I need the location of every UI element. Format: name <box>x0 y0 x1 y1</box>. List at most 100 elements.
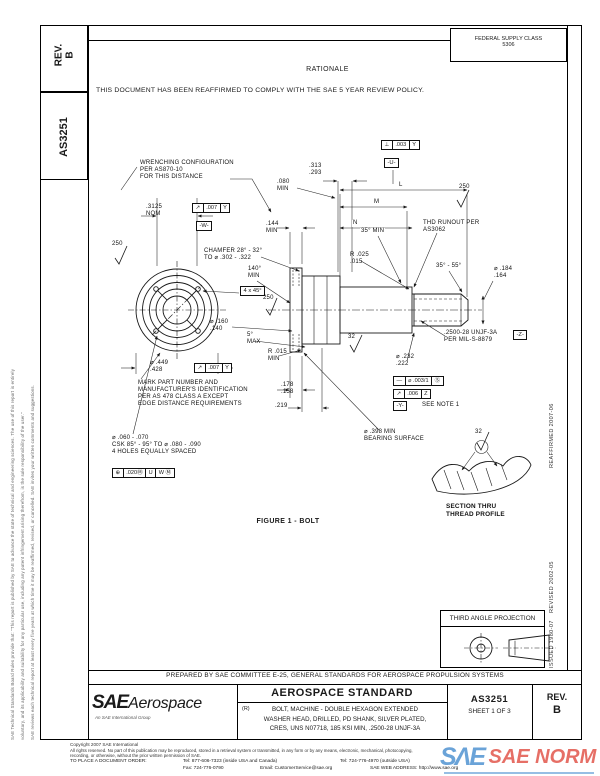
footer-fax: Fax: 724-776-0790 <box>183 766 224 771</box>
fcf-runout-449-cell: Y <box>221 364 232 372</box>
titleblock-top-rule <box>88 670 582 671</box>
prepared-by-text: PREPARED BY SAE COMMITTEE E-25, GENERAL … <box>166 672 504 679</box>
finish-250-thread: 250 <box>459 184 470 190</box>
note-140-min: 140° MIN <box>248 266 262 280</box>
finish-32-section: 32 <box>475 429 483 435</box>
left-margin-disclaimer-1: SAE Technical Standards Board Rules prov… <box>10 368 15 740</box>
rationale-text: THIS DOCUMENT HAS BEEN REAFFIRMED TO COM… <box>96 87 425 94</box>
dim-n: N <box>352 220 359 228</box>
rationale-title: RATIONALE <box>306 66 349 73</box>
titleblock-mid-rule <box>88 684 582 685</box>
dim-144: .144 MIN <box>266 221 279 235</box>
fcf-runout-006-cell: Z <box>420 390 430 398</box>
titleblock-div3 <box>532 684 533 740</box>
fcf-holes-cell: ⊕ <box>115 470 121 476</box>
rev-box-label: REV. B <box>53 43 76 67</box>
sae-norm-watermark: SΛE SAE NORM <box>440 743 596 774</box>
fcf-perp-cell: .003 <box>391 141 409 149</box>
footer-copyright: Copyright 2007 SAE International <box>70 742 139 747</box>
issued-date: ISSUED 1980-07 <box>549 620 555 668</box>
note-4x45: 4 x 45° <box>240 286 266 296</box>
fcf-holes-cell: .020Ⓜ <box>122 469 145 477</box>
fcf-perp-cell: Y <box>408 141 419 149</box>
standard-type: AEROSPACE STANDARD <box>271 687 413 699</box>
titleblock-div2 <box>447 684 448 740</box>
dim-m: M <box>373 199 381 207</box>
footer-rights-2: recording, or otherwise, without the pri… <box>70 753 202 758</box>
note-thread-callout: .2500-28 UNJF-3A PER MIL-S-8879 <box>444 330 498 344</box>
note-see-note: SEE NOTE 1 <box>422 402 460 408</box>
fcf-straightness-cell: ⌀ .003/1 <box>404 377 431 385</box>
dim-r-015: R .015 MIN <box>268 349 287 363</box>
dim-wrench-dia: .3125 NOM <box>146 204 163 218</box>
right-strip-divider <box>567 25 568 670</box>
figure-caption: FIGURE 1 - BOLT <box>256 518 320 525</box>
fcf-runout-006-cell: .006 <box>403 390 421 398</box>
reaffirmed-date: REAFFIRMED 2007-06 <box>549 403 555 468</box>
dim-178: .178 .158 <box>281 382 294 396</box>
datum-z: -Z- <box>513 330 528 340</box>
titleblock-div1 <box>237 684 238 740</box>
fcf-straightness-cell: Ⓢ <box>431 377 443 385</box>
note-chamfer: CHAMFER 28° - 32° TO ⌀ .302 - .322 <box>204 248 263 262</box>
sae-logo-aerospace: Aerospace <box>128 695 202 712</box>
dim-bearing: ⌀ .398 MIN BEARING SURFACE <box>364 429 425 443</box>
datum-w: -W- <box>196 221 213 231</box>
datum-u: -U- <box>384 158 400 168</box>
dim-160: ⌀ .160 .140 <box>210 319 229 333</box>
dim-232: ⌀ .232 .222 <box>396 354 415 368</box>
dim-r-025: R .025 .015 <box>350 252 369 266</box>
federal-supply-class-box: FEDERAL SUPPLY CLASS 5306 <box>450 28 567 62</box>
section-label: SECTION THRU THREAD PROFILE <box>446 503 505 518</box>
note-wrenching: WRENCHING CONFIGURATION PER AS870-10 FOR… <box>140 160 234 181</box>
footer-email: Email: CustomerService@sae.org <box>260 766 333 771</box>
footer-tel-1: Tel: 877-606-7323 (inside USA and Canada… <box>183 759 278 764</box>
left-strip-divider <box>88 25 89 740</box>
rev-box: REV. B <box>40 25 88 92</box>
dim-449: ⌀ .449 .428 <box>150 360 169 374</box>
titleblock-doc-number: AS3251 <box>470 694 509 705</box>
note-35-55: 35° - 55° <box>436 263 462 269</box>
fcf-holes-cell: U <box>145 469 155 477</box>
sae-logo-tagline: An SAE International Group <box>95 715 151 720</box>
watermark-text: SAE NORM <box>488 746 597 768</box>
note-csk-holes: ⌀ .060 - .070 CSK 85° - 95° TO ⌀ .080 - … <box>112 435 201 456</box>
note-35-min: 35° MIN <box>360 228 386 236</box>
fcf-perp-cell: ⊥ <box>384 142 390 148</box>
fcf-runout-w-cell: ↗ <box>195 205 201 211</box>
fsc-line2: 5306 <box>502 42 515 48</box>
fcf-runout-w-cell: Y <box>219 204 230 212</box>
fcf-runout-449-cell: ↗ <box>197 365 203 371</box>
titleblock-header-rule <box>237 702 447 703</box>
sae-logo-sae: SAE <box>92 692 129 713</box>
dim-head-height: .313 .293 <box>309 163 322 177</box>
doc-number-box: AS3251 <box>40 92 88 180</box>
finish-250-fillet: 250 <box>263 295 274 301</box>
sae-logo: SAEAerospace An SAE International Group <box>92 692 234 738</box>
left-margin-disclaimer-3: SAE reviews each technical report at lea… <box>30 384 35 740</box>
titleblock-rev-value: B <box>553 704 561 716</box>
footer-web: SAE WEB ADDRESS: http://www.sae.org <box>370 766 459 771</box>
titleblock-rev-label: REV. <box>546 692 568 702</box>
fcf-runout-449-cell: .007 <box>204 364 222 372</box>
standard-title: BOLT, MACHINE - DOUBLE HEXAGON EXTENDED … <box>263 706 427 733</box>
finish-250-head: 250 <box>112 241 123 247</box>
third-angle-projection-label: THIRD ANGLE PROJECTION <box>441 611 544 627</box>
fcf-runout-w-cell: .007 <box>202 204 220 212</box>
fsc-line1: FEDERAL SUPPLY CLASS <box>474 36 543 42</box>
titleblock-sheet: SHEET 1 OF 3 <box>468 708 511 715</box>
content-top-rule <box>88 40 450 41</box>
dim-219: .219 <box>275 403 288 409</box>
doc-number-vertical: AS3251 <box>58 117 70 157</box>
dim-184: ⌀ .184 .164 <box>494 266 513 280</box>
drawing-outer-border <box>40 25 582 740</box>
watermark-logo: SΛE <box>440 743 486 771</box>
fcf-runout-006-cell: ↗ <box>396 391 402 397</box>
finish-32-shank: 32 <box>348 334 356 340</box>
